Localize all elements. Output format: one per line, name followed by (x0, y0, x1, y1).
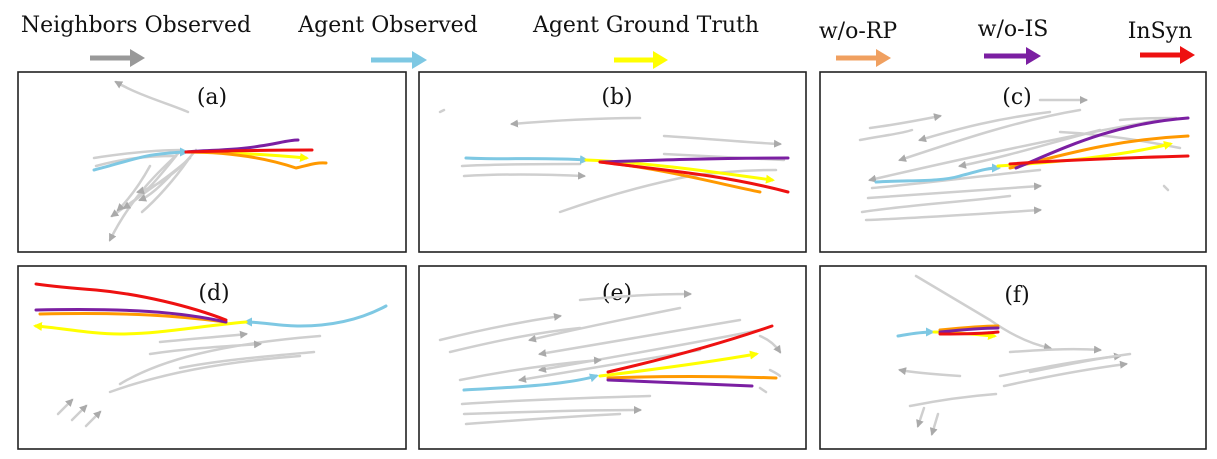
legend-arrow-icon (836, 49, 891, 67)
legend-label: w/o-IS (978, 17, 1049, 42)
agent-observed-track (92, 147, 189, 172)
legend-arrow-icon (90, 49, 145, 67)
wo-rp-prediction (606, 375, 778, 380)
panel-label: (e) (602, 281, 632, 306)
wo-is-prediction (598, 156, 790, 164)
panel-label: (c) (1002, 85, 1032, 110)
panel-frame (819, 265, 1207, 450)
legend-arrow-icon (1140, 46, 1195, 64)
panel-d: (d) (17, 265, 407, 450)
agent-observed-track (874, 163, 1001, 184)
insyn-prediction (34, 282, 228, 322)
panel-frame (17, 71, 407, 253)
wo-is-prediction (606, 378, 754, 388)
legend-item-wo-rp: w/o-RP (819, 19, 897, 67)
insyn-prediction (606, 324, 774, 374)
legend-item-wo-is: w/o-IS (978, 17, 1049, 65)
agent-observed-track (243, 304, 388, 328)
wo-rp-prediction (184, 150, 328, 170)
agent-observed-track (896, 327, 935, 338)
agent-ground-truth-track (598, 350, 759, 378)
legend-arrow-icon (371, 51, 427, 69)
agent-ground-truth-track (33, 320, 248, 336)
panel-frame (17, 265, 407, 450)
legend-label: InSyn (1128, 19, 1193, 44)
panel-frame (819, 71, 1207, 253)
legend-label: Agent Observed (297, 13, 477, 38)
insyn-prediction (938, 330, 1000, 336)
panel-e: (e) (418, 265, 807, 450)
insyn-prediction (1008, 154, 1190, 166)
panel-label: (b) (601, 85, 632, 110)
wo-is-prediction (938, 326, 1000, 334)
panel-label: (a) (197, 85, 227, 110)
legend-item-neighbors-observed: Neighbors Observed (21, 13, 251, 67)
legend-label: w/o-RP (819, 19, 897, 44)
panel-label: (f) (1004, 283, 1029, 308)
agent-observed-track (464, 155, 589, 165)
neighbor-trajectories (898, 274, 1132, 436)
panel-f: (f) (819, 265, 1207, 450)
agent-observed-track (462, 373, 599, 392)
legend-label: Agent Ground Truth (532, 13, 759, 38)
wo-is-prediction (34, 308, 228, 324)
neighbor-trajectories (438, 290, 782, 426)
panel-label: (d) (198, 281, 229, 306)
neighbor-trajectories (56, 330, 322, 428)
legend-item-agent-observed: Agent Observed (297, 13, 478, 69)
legend-item-agent-ground-truth: Agent Ground Truth (532, 13, 759, 69)
insyn-prediction (598, 160, 790, 194)
legend-item-insyn: InSyn (1128, 19, 1195, 64)
insyn-prediction (184, 148, 314, 154)
panel-c: (c) (819, 71, 1207, 253)
panel-b: (b) (418, 71, 807, 253)
legend-arrow-icon (984, 47, 1041, 65)
panel-a: (a) (17, 71, 407, 253)
wo-rp-prediction (938, 324, 1000, 332)
legend-label: Neighbors Observed (21, 13, 251, 38)
legend: Neighbors Observed Agent Observed Agent … (21, 13, 1195, 69)
legend-arrow-icon (614, 51, 668, 69)
